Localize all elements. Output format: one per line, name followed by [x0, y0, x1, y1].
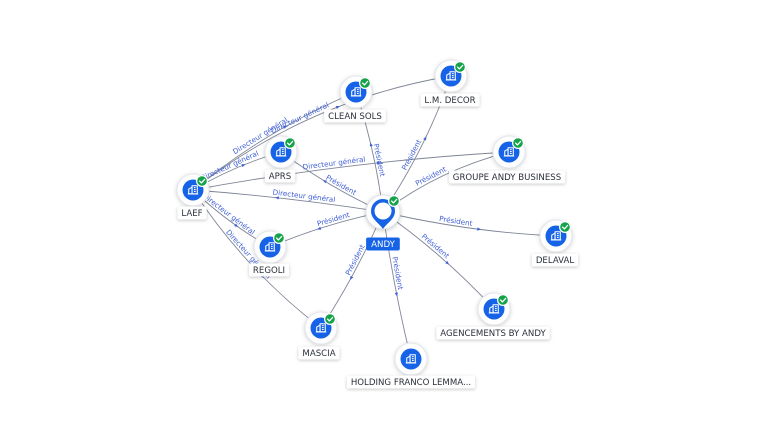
edge-role-text: Directeur général — [199, 149, 260, 183]
company-building-icon — [503, 147, 515, 157]
company-building-icon — [264, 242, 276, 252]
company-label: GROUPE ANDY BUSINESS — [448, 170, 566, 184]
edge-andy-to-laef — [192, 189, 384, 213]
company-label: APRS — [264, 169, 296, 183]
edge-role-text: Directeur général — [272, 188, 336, 205]
company-building-icon — [350, 87, 362, 97]
edge-arrow-icon — [283, 125, 288, 129]
edge-role-text: Président — [343, 243, 366, 277]
company-building-icon — [187, 185, 199, 195]
verified-check-icon — [195, 174, 209, 188]
verified-check-icon — [272, 231, 286, 245]
company-node-l-m-decor[interactable]: L.M. DECOR — [420, 59, 480, 107]
company-node-groupe-andy-business[interactable]: GROUPE ANDY BUSINESS — [448, 135, 566, 184]
edge-laef-to-lm_decor — [192, 75, 452, 191]
company-building-icon — [488, 304, 500, 314]
company-name-text: CLEAN SOLS — [328, 112, 382, 122]
edge-role-text: Président — [316, 210, 351, 228]
verified-check-icon — [496, 293, 510, 307]
company-label: L.M. DECOR — [420, 93, 480, 107]
verified-check-icon — [511, 136, 525, 150]
center-name-text: ANDY — [371, 240, 395, 250]
edge-role-text: Président — [420, 232, 452, 261]
edge-arrow-icon — [423, 136, 427, 141]
edge-label-laef-to-lm_decor: Directeur général — [269, 100, 330, 135]
node-core — [400, 348, 422, 370]
company-label: MASCIA — [298, 346, 340, 360]
company-building-icon — [275, 147, 287, 157]
company-building-icon — [445, 71, 457, 81]
company-name-text: LAEF — [181, 209, 202, 219]
edge-arrow-icon — [477, 227, 482, 231]
edge-arrow-icon — [322, 179, 327, 184]
edge-role-text: Président — [400, 138, 424, 172]
edge-laef-to-clean_sols — [192, 91, 357, 191]
company-node-delaval[interactable]: DELAVAL — [531, 219, 579, 267]
edge-label-andy-to-laef: Directeur général — [272, 188, 336, 205]
edge-arrow-icon — [376, 161, 381, 165]
edge-arrow-icon — [317, 226, 322, 230]
company-label: DELAVAL — [531, 253, 579, 267]
company-node-agencements-by-andy[interactable]: AGENCEMENTS BY ANDY — [436, 292, 550, 340]
verified-check-icon — [387, 194, 401, 208]
company-node-regoli[interactable]: REGOLI — [248, 230, 290, 277]
center-label: ANDY — [366, 237, 400, 251]
verified-check-icon — [558, 220, 572, 234]
edge-label-andy-to-regoli: Président — [316, 210, 351, 228]
company-node-mascia[interactable]: MASCIA — [298, 311, 340, 360]
company-building-icon — [405, 354, 417, 364]
nodes-layer: CLEAN SOLS L.M. DECOR APRS GROUPE ANDY BUSI… — [176, 59, 579, 389]
company-name-text: GROUPE ANDY BUSINESS — [453, 173, 561, 183]
company-node-laef[interactable]: LAEF — [176, 173, 210, 220]
company-name-text: L.M. DECOR — [424, 96, 475, 106]
center-node[interactable]: ANDY — [365, 194, 401, 251]
company-label: REGOLI — [248, 263, 290, 277]
location-pin-icon — [371, 199, 395, 229]
edge-label-laef-to-groupe_andy: Directeur général — [302, 155, 366, 172]
company-name-text: AGENCEMENTS BY ANDY — [440, 329, 546, 339]
verified-check-icon — [358, 76, 372, 90]
edge-label-andy-to-agencements: Président — [420, 232, 452, 261]
company-name-text: DELAVAL — [536, 256, 575, 266]
edge-arrow-icon — [234, 223, 239, 228]
edge-role-text: Directeur général — [269, 100, 330, 135]
company-name-text: HOLDING FRANCO LEMMA... — [351, 378, 471, 388]
company-name-text: APRS — [269, 172, 292, 182]
company-building-icon — [550, 231, 562, 241]
edge-label-andy-to-mascia: Président — [343, 243, 366, 277]
edge-arrow-icon — [350, 275, 354, 280]
edge-arrow-icon — [369, 142, 373, 147]
company-label: CLEAN SOLS — [324, 109, 386, 123]
edge-arrow-icon — [241, 164, 246, 168]
company-node-clean-sols[interactable]: CLEAN SOLS — [324, 75, 386, 123]
edge-laef-to-groupe_andy — [192, 151, 510, 191]
company-label: LAEF — [177, 206, 207, 220]
company-node-aprs[interactable]: APRS — [264, 135, 298, 183]
company-label: HOLDING FRANCO LEMMA... — [346, 375, 476, 389]
verified-check-icon — [323, 312, 337, 326]
company-name-text: MASCIA — [302, 349, 335, 359]
company-name-text: REGOLI — [253, 266, 285, 276]
edge-arrow-icon — [394, 292, 398, 297]
company-node-holding-franco-lemma[interactable]: HOLDING FRANCO LEMMA... — [346, 342, 476, 389]
company-label: AGENCEMENTS BY ANDY — [436, 326, 550, 340]
edge-andy-to-delaval — [382, 211, 557, 237]
verified-check-icon — [283, 136, 297, 150]
company-building-icon — [378, 206, 388, 215]
edge-arrow-icon — [275, 196, 279, 200]
edge-role-text: Directeur général — [302, 155, 366, 172]
edge-label-laef-to-aprs: Directeur général — [199, 149, 260, 183]
edge-label-andy-to-lm_decor: Président — [400, 138, 424, 172]
company-building-icon — [315, 323, 327, 333]
edge-arrow-icon — [445, 260, 450, 265]
edge-arrow-icon — [335, 106, 340, 110]
verified-check-icon — [453, 60, 467, 74]
